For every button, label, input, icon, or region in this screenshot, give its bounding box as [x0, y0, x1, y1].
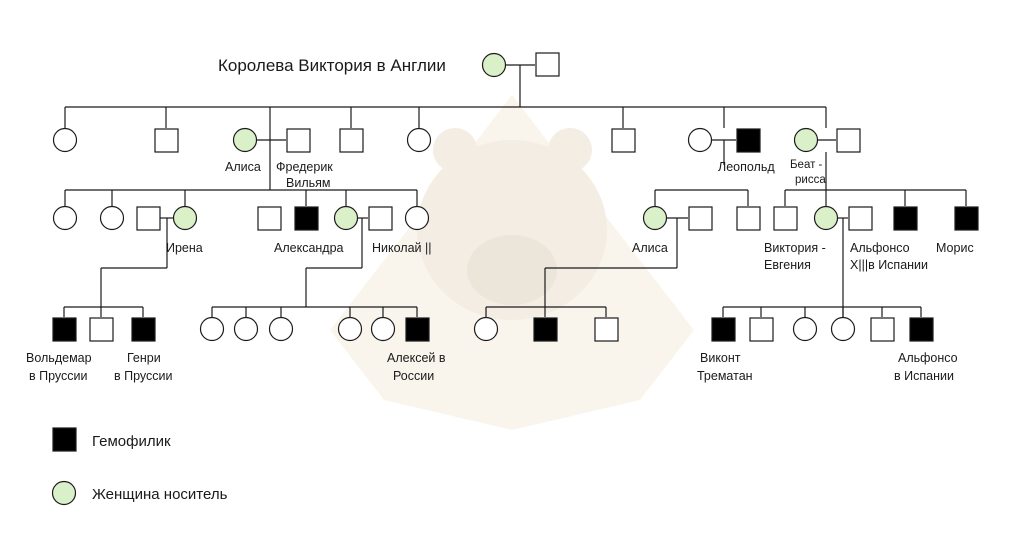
- alfonso-hemophiliac: [909, 317, 934, 342]
- male-hemophiliac: [533, 317, 558, 342]
- label-alfonso-xiii-line1: Альфонсо: [850, 241, 910, 255]
- aleksei-hemophiliac: [405, 317, 430, 342]
- label-frederik-line1: Фредерик: [276, 160, 333, 174]
- diagram-title: Королева Виктория в Англии: [218, 56, 446, 75]
- label-leopold: Леопольд: [718, 160, 775, 174]
- male-unaffected: [773, 206, 798, 231]
- female-unaffected: [337, 316, 363, 342]
- vikont-hemophiliac: [711, 317, 736, 342]
- label-viktoria-evgenia-line1: Виктория -: [764, 241, 826, 255]
- male-unaffected: [870, 317, 895, 342]
- male-unaffected: [257, 206, 282, 231]
- label-aleksei-line1: Алексей в: [387, 351, 446, 365]
- female-unaffected: [99, 205, 125, 231]
- female-unaffected: [199, 316, 225, 342]
- label-alfonso-xiii-line2: X|||в Испании: [850, 258, 928, 272]
- label-aleksandra: Александра: [274, 241, 344, 255]
- moris-hemophiliac: [954, 206, 979, 231]
- alisa-2-carrier: [642, 205, 668, 231]
- nikolai-male: [368, 206, 393, 231]
- label-voldemar-line1: Вольдемар: [26, 351, 92, 365]
- alisa-carrier: [232, 127, 258, 153]
- male-unaffected: [339, 128, 364, 153]
- label-viktoria-evgenia-line2: Евгения: [764, 258, 811, 272]
- male-unaffected: [154, 128, 179, 153]
- irena-carrier: [172, 205, 198, 231]
- label-alisa-2: Алиса: [632, 241, 668, 255]
- viktoria-evgenia-carrier: [813, 205, 839, 231]
- aleksandra-carrier: [333, 205, 359, 231]
- irena-husband: [136, 206, 161, 231]
- victoria-husband: [535, 52, 560, 77]
- legend: Гемофилик Женщина носитель: [51, 427, 228, 506]
- female-unaffected: [268, 316, 294, 342]
- beatrissa-husband: [836, 128, 861, 153]
- label-alfonso-line2: в Испании: [894, 369, 954, 383]
- legend-hemophiliac-swatch: [52, 427, 77, 452]
- label-alisa-1: Алиса: [225, 160, 261, 174]
- label-frederik-line2: Вильям: [286, 176, 331, 190]
- label-alfonso-line1: Альфонсо: [898, 351, 958, 365]
- queen-victoria-carrier: [481, 52, 507, 78]
- female-unaffected: [792, 316, 818, 342]
- legend-hemophiliac-label: Гемофилик: [92, 433, 171, 450]
- label-irena: Ирена: [166, 241, 203, 255]
- label-beatrissa-line1: Беат -: [790, 159, 823, 171]
- legend-carrier-swatch: [51, 480, 77, 506]
- genri-hemophiliac: [131, 317, 156, 342]
- male-unaffected: [594, 317, 619, 342]
- male-unaffected: [89, 317, 114, 342]
- female-unaffected: [404, 205, 430, 231]
- voldemar-hemophiliac: [52, 317, 77, 342]
- legend-carrier-label: Женщина носитель: [92, 486, 228, 503]
- label-moris: Морис: [936, 241, 974, 255]
- alisa-2-husband: [688, 206, 713, 231]
- leopold-wife: [687, 127, 713, 153]
- male-hemophiliac: [893, 206, 918, 231]
- label-vikont-line1: Виконт: [700, 351, 741, 365]
- bear-watermark: [330, 95, 694, 430]
- male-unaffected: [749, 317, 774, 342]
- female-unaffected: [370, 316, 396, 342]
- male-hemophiliac: [294, 206, 319, 231]
- label-voldemar-line2: в Пруссии: [29, 369, 88, 383]
- leopold-hemophiliac: [736, 128, 761, 153]
- label-aleksei-line2: России: [393, 369, 434, 383]
- pedigree-lines: [63, 64, 967, 320]
- label-genri-line1: Генри: [127, 351, 161, 365]
- female-unaffected: [473, 316, 499, 342]
- label-nikolai: Николай ||: [372, 241, 432, 255]
- female-unaffected: [406, 127, 432, 153]
- frederik-male: [286, 128, 311, 153]
- male-unaffected: [736, 206, 761, 231]
- female-unaffected: [830, 316, 856, 342]
- beatrissa-carrier: [793, 127, 819, 153]
- female-unaffected: [52, 127, 78, 153]
- female-unaffected: [52, 205, 78, 231]
- label-vikont-line2: Трематан: [697, 369, 753, 383]
- female-unaffected: [233, 316, 259, 342]
- alfonso-xiii-male: [848, 206, 873, 231]
- male-unaffected: [611, 128, 636, 153]
- label-beatrissa-line2: рисса: [795, 174, 826, 186]
- label-genri-line2: в Пруссии: [114, 369, 173, 383]
